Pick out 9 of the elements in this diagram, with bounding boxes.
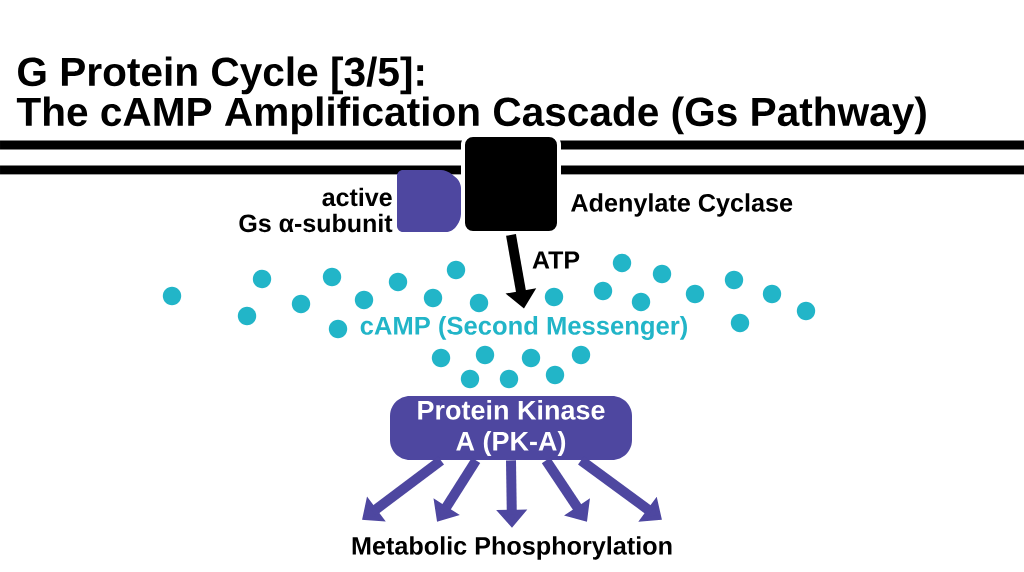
title: G Protein Cycle [3/5]: The cAMP Amplification Cascade (Gs Pathway) (16, 56, 926, 135)
component-label: Adenylate Cyclase (571, 193, 793, 217)
component-label: active Gs α-subunit (239, 187, 393, 233)
subunit-shape (397, 170, 461, 232)
arrow (541, 457, 590, 522)
outcome-label: Metabolic Phosphorylation (352, 536, 672, 560)
molecule-label: cAMP (Second Messenger) (360, 316, 687, 340)
edge-label: ATP (529, 249, 583, 271)
kinase-box: Protein Kinase A (PK-A) (390, 396, 632, 460)
